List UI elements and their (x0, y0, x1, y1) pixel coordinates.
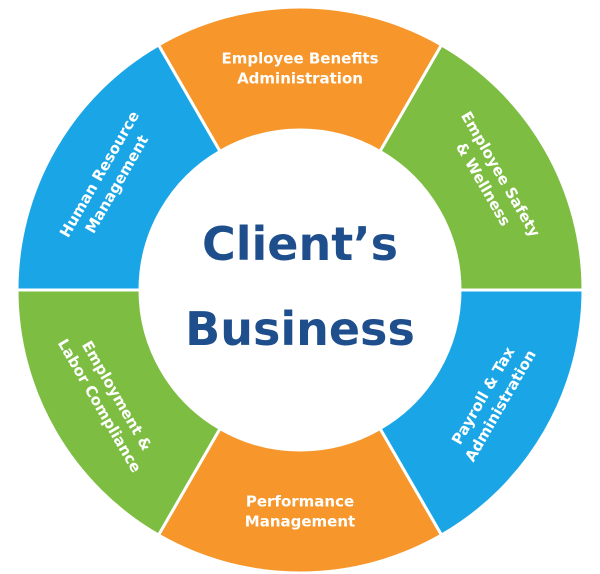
center-title-line-2: Business (185, 302, 415, 356)
segment-label-line: Employee Benefits (221, 50, 378, 68)
center-title-line-1: Client’s (202, 217, 398, 271)
segment-label-line: Performance (246, 493, 354, 511)
center-circle (140, 130, 460, 450)
segment-label-line: Administration (237, 70, 363, 88)
segment-label-line: Management (245, 513, 355, 531)
